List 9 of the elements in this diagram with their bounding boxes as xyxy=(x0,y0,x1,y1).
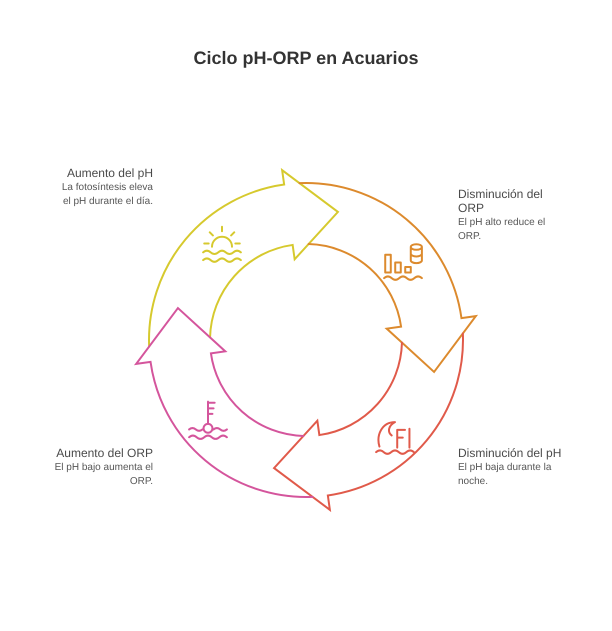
title: Ciclo pH-ORP en Acuarios xyxy=(193,48,419,69)
step-description: El pH bajo aumenta el ORP. xyxy=(54,461,153,488)
step-heading: Disminución del ORP xyxy=(458,187,544,215)
step-description: El pH baja durante la noche. xyxy=(458,461,552,488)
step-description: El pH alto reduce el ORP. xyxy=(458,216,546,243)
step-heading: Aumento del ORP xyxy=(56,446,153,460)
step-description: La fotosíntesis eleva el pH durante el día. xyxy=(60,181,153,208)
step-heading: Aumento del pH xyxy=(66,166,153,180)
step-heading: Disminución del pH xyxy=(458,446,562,460)
